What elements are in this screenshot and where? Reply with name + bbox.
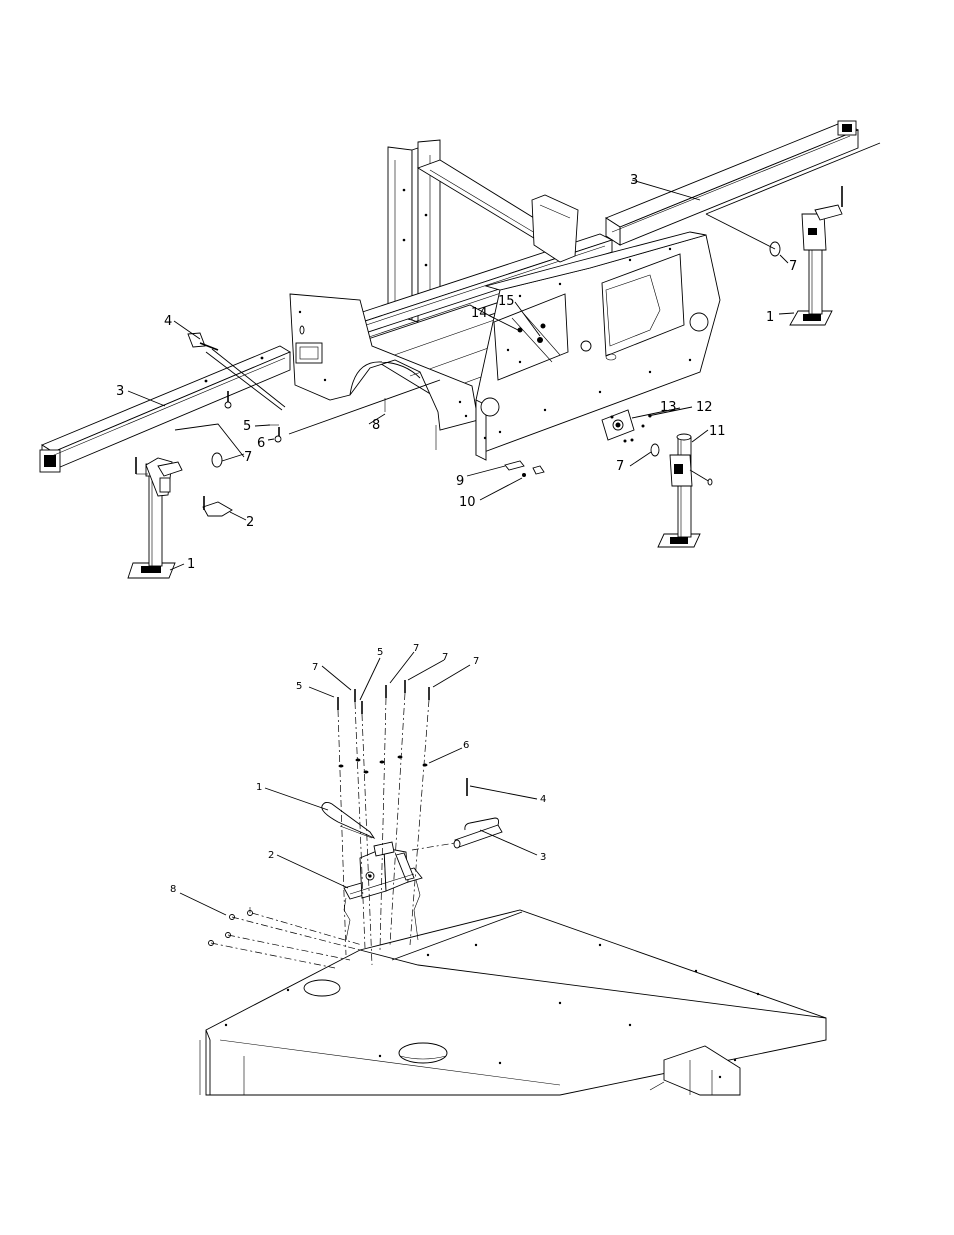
generator-enclosure xyxy=(475,231,721,461)
callout-9: 9 xyxy=(456,474,464,489)
callout-14: 14 xyxy=(471,306,488,321)
callout-8: 8 xyxy=(170,884,176,895)
bracket-fasteners xyxy=(208,680,430,946)
bottom-callouts: 7 5 5 7 7 7 6 1 2 4 3 8 xyxy=(170,643,546,895)
top-callouts: 4 3 3 5 6 7 7 7 1 1 2 8 9 10 11 12 13 14… xyxy=(116,173,797,572)
callout-6: 6 xyxy=(257,436,265,451)
callout-11: 11 xyxy=(709,424,726,439)
assembly-centerlines xyxy=(210,692,456,969)
callout-7-front: 7 xyxy=(616,459,624,474)
callout-1-left: 1 xyxy=(187,557,195,572)
callout-3: 3 xyxy=(540,852,546,863)
callout-5-b: 5 xyxy=(377,647,383,658)
callout-5: 5 xyxy=(243,419,251,434)
enclosure-roof xyxy=(199,909,827,1096)
jack-stand-right-front xyxy=(657,433,713,548)
callout-4: 4 xyxy=(164,314,172,329)
callout-5-a: 5 xyxy=(296,681,302,692)
callout-7-a: 7 xyxy=(312,662,318,673)
lift-bracket-assembly: 7 5 5 7 7 7 6 1 2 4 3 8 xyxy=(170,643,827,1096)
trailer-frame-assembly: 4 3 3 5 6 7 7 7 1 1 2 8 9 10 11 12 13 14… xyxy=(39,120,881,579)
top-leader-lines xyxy=(127,142,881,571)
callout-7-b: 7 xyxy=(413,643,419,654)
callout-1: 1 xyxy=(256,782,262,793)
rear-frame-plate xyxy=(531,194,579,263)
callout-7-c: 7 xyxy=(442,652,448,663)
callout-1-rear: 1 xyxy=(766,310,774,325)
jack-stand-left xyxy=(127,457,183,579)
callout-3-front: 3 xyxy=(116,384,124,399)
callout-15: 15 xyxy=(498,294,515,309)
callout-8: 8 xyxy=(372,418,380,433)
callout-12: 12 xyxy=(696,400,713,415)
callout-4: 4 xyxy=(540,794,546,805)
jack-stand-right-rear xyxy=(789,186,843,326)
callout-10: 10 xyxy=(459,495,476,510)
loose-small-parts xyxy=(187,241,781,517)
lift-bracket xyxy=(343,841,423,900)
callout-7-left: 7 xyxy=(244,450,252,465)
bottom-leader-lines xyxy=(179,651,538,916)
callout-2: 2 xyxy=(268,850,274,861)
front-tongue-tube xyxy=(39,345,291,473)
left-fender-plate xyxy=(289,293,479,431)
lock-pin xyxy=(453,778,503,849)
callout-6: 6 xyxy=(463,740,469,751)
callout-7-rear: 7 xyxy=(789,259,797,274)
callout-2: 2 xyxy=(246,515,254,530)
callout-3-rear: 3 xyxy=(630,173,638,188)
callout-13: 13 xyxy=(660,400,677,415)
callout-7-d: 7 xyxy=(473,656,479,667)
